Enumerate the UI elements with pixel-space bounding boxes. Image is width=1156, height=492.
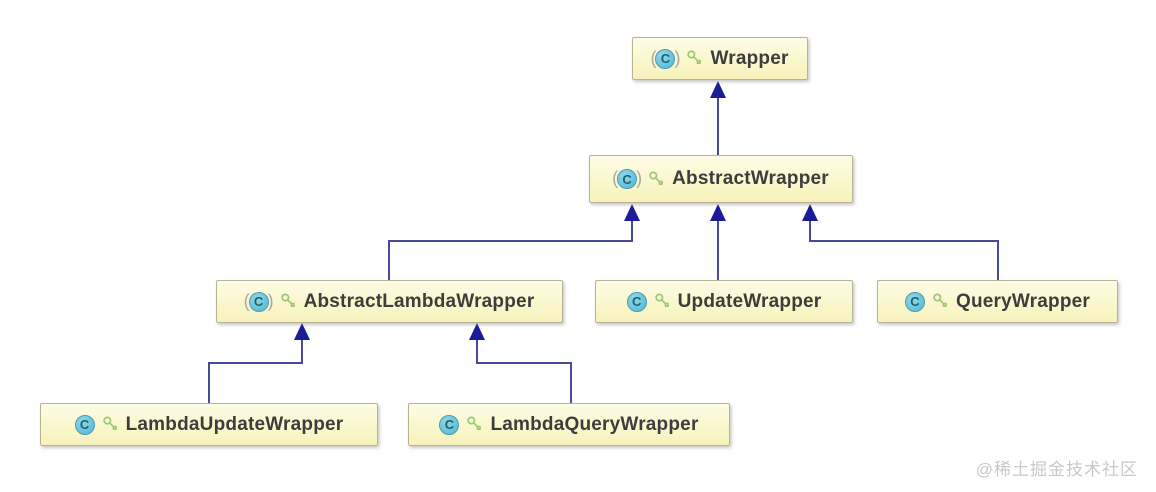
class-node-wrapper[interactable]: (C) Wrapper [632, 37, 808, 80]
class-name-label: LambdaQueryWrapper [490, 413, 699, 435]
class-icon: C [904, 291, 925, 312]
class-icon: (C) [650, 47, 681, 69]
abstract-marker-left: ( [243, 290, 250, 311]
key-icon [932, 292, 949, 309]
key-icon [466, 415, 483, 432]
class-icon-circle: C [248, 291, 269, 312]
class-node-lambda-update-wrapper[interactable]: C LambdaUpdateWrapper [40, 403, 378, 446]
inheritance-edge-query-wrapper-to-abstract-wrapper [809, 220, 999, 280]
abstract-marker-left: ( [612, 168, 619, 188]
class-icon-circle: C [439, 414, 460, 435]
class-node-abstract-lambda-wrapper[interactable]: (C) AbstractLambdaWrapper [216, 280, 563, 323]
abstract-marker-right: ) [636, 168, 643, 188]
class-name-label: UpdateWrapper [677, 290, 822, 312]
abstract-marker-left: ( [650, 47, 657, 68]
class-name-label: AbstractWrapper [672, 168, 829, 189]
class-name-label: AbstractLambdaWrapper [303, 290, 535, 312]
class-node-update-wrapper[interactable]: C UpdateWrapper [595, 280, 853, 323]
class-icon: C [626, 291, 647, 312]
class-node-query-wrapper[interactable]: C QueryWrapper [877, 280, 1118, 323]
abstract-marker-right: ) [267, 290, 274, 311]
key-icon [686, 49, 703, 66]
class-icon: (C) [612, 168, 643, 189]
class-icon-circle: C [655, 48, 676, 69]
inheritance-edge-lambda-update-wrapper-to-abstract-lambda-wrapper [208, 339, 303, 403]
inheritance-arrowhead [710, 204, 726, 221]
inheritance-arrowhead [710, 81, 726, 98]
class-icon-circle: C [74, 414, 95, 435]
key-icon [648, 170, 665, 187]
inheritance-arrowhead [294, 323, 310, 340]
inheritance-edge-lambda-query-wrapper-to-abstract-lambda-wrapper [476, 339, 572, 403]
key-icon [280, 292, 297, 309]
class-icon-circle: C [626, 291, 647, 312]
inheritance-arrowhead [469, 323, 485, 340]
class-icon-circle: C [904, 291, 925, 312]
class-name-label: QueryWrapper [955, 290, 1091, 312]
class-icon: C [439, 414, 460, 435]
class-icon: (C) [243, 290, 274, 312]
class-node-abstract-wrapper[interactable]: (C) AbstractWrapper [589, 155, 853, 203]
inheritance-arrowhead [624, 204, 640, 221]
key-icon [654, 292, 671, 309]
key-icon [102, 415, 119, 432]
class-node-lambda-query-wrapper[interactable]: C LambdaQueryWrapper [408, 403, 730, 446]
class-name-label: LambdaUpdateWrapper [125, 413, 344, 435]
class-name-label: Wrapper [710, 47, 789, 69]
inheritance-arrowhead [802, 204, 818, 221]
watermark: @稀土掘金技术社区 [975, 460, 1138, 479]
class-icon-circle: C [617, 169, 638, 189]
inheritance-edge-abstract-lambda-wrapper-to-abstract-wrapper [388, 220, 633, 280]
class-icon: C [74, 414, 95, 435]
abstract-marker-right: ) [674, 47, 681, 68]
